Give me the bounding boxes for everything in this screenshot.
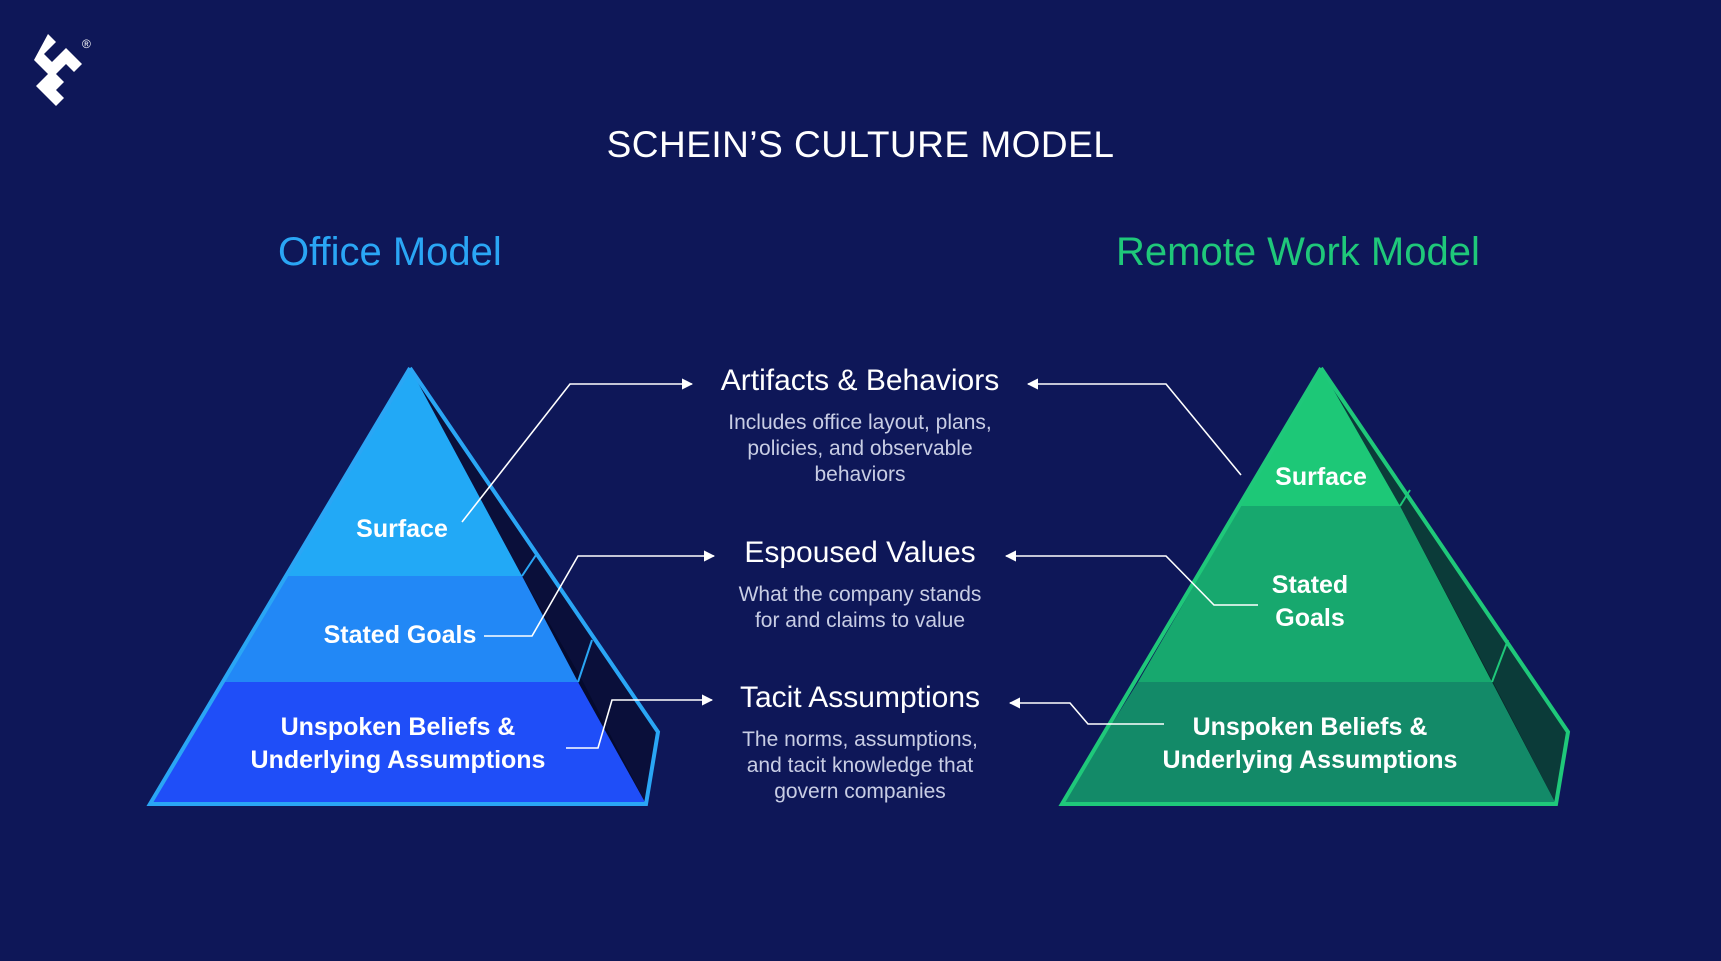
office-stated-goals-label: Stated Goals (324, 621, 477, 649)
remote-outline (1058, 366, 1571, 806)
tacit-desc-line: The norms, assumptions, (742, 728, 978, 751)
registered-mark: ® (82, 37, 91, 51)
connectors (461, 378, 1258, 749)
tacit-block: Tacit Assumptions The norms, assumptions… (660, 681, 1060, 805)
office-unspoken-label-2: Underlying Assumptions (251, 746, 546, 774)
remote-stated-label-1: Stated (1272, 571, 1348, 599)
remote-unspoken-label-1: Unspoken Beliefs & (1193, 713, 1428, 741)
artifacts-desc-line: policies, and observable (747, 437, 973, 460)
espoused-desc: What the company stands for and claims t… (660, 582, 1060, 634)
artifacts-desc-line: behaviors (814, 463, 906, 486)
page-title: SCHEIN’S CULTURE MODEL (606, 124, 1115, 165)
remote-side-face-lower (1400, 506, 1556, 804)
toptal-logo-icon: ® (34, 34, 91, 106)
remote-layer-unspoken (1062, 682, 1556, 804)
artifacts-desc-line: Includes office layout, plans, (728, 411, 992, 434)
office-layer-surface (284, 368, 522, 576)
remote-pyramid: Surface Stated Goals Unspoken Beliefs & … (1058, 366, 1571, 806)
office-unspoken-label-1: Unspoken Beliefs & (281, 713, 516, 741)
espoused-desc-line: What the company stands (738, 583, 982, 606)
office-model-title: Office Model (278, 230, 502, 274)
office-surface-label: Surface (356, 515, 448, 543)
remote-surface-arrow (1026, 378, 1242, 476)
tacit-desc-line: govern companies (774, 780, 946, 803)
artifacts-block: Artifacts & Behaviors Includes office la… (660, 364, 1060, 488)
tacit-desc-line: and tacit knowledge that (746, 754, 974, 777)
remote-unspoken-arrow (1008, 697, 1164, 725)
office-layer-unspoken (150, 682, 646, 804)
remote-side-face (1321, 368, 1568, 804)
tacit-heading: Tacit Assumptions (739, 681, 981, 714)
remote-layer-stated-goals (1138, 506, 1492, 682)
artifacts-desc: Includes office layout, plans, policies,… (660, 410, 1060, 488)
espoused-desc-line: for and claims to value (754, 609, 966, 632)
office-pyramid: Surface Stated Goals Unspoken Beliefs & … (146, 366, 661, 806)
tacit-desc: The norms, assumptions, and tacit knowle… (660, 727, 1060, 805)
remote-surface-label: Surface (1275, 463, 1367, 491)
espoused-heading: Espoused Values (744, 536, 976, 569)
remote-layer-surface (1240, 368, 1400, 506)
espoused-block: Espoused Values What the company stands … (660, 536, 1060, 634)
remote-stated-arrow (1004, 550, 1258, 606)
office-side-face (410, 368, 658, 804)
office-stated-arrow (484, 550, 716, 637)
office-outline (146, 366, 661, 806)
artifacts-heading: Artifacts & Behaviors (720, 364, 1000, 397)
remote-stated-label-2: Goals (1275, 604, 1344, 632)
office-side-face-lower (522, 576, 646, 804)
office-layer-stated-goals (222, 576, 578, 682)
remote-unspoken-label-2: Underlying Assumptions (1163, 746, 1458, 774)
office-unspoken-arrow (566, 694, 714, 749)
office-surface-arrow (461, 378, 694, 523)
remote-model-title: Remote Work Model (1116, 230, 1480, 274)
